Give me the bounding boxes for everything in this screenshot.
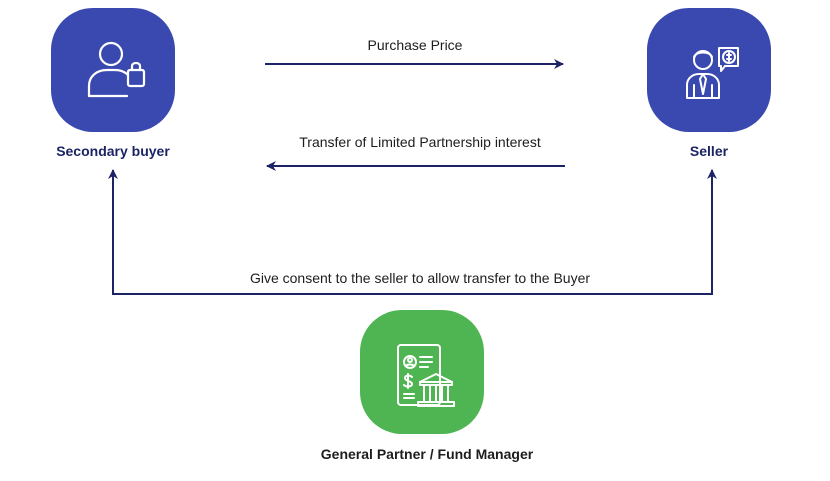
secondary-buyer-label: Secondary buyer <box>56 143 170 159</box>
businessman-with-coin-icon <box>686 47 739 99</box>
general-partner-node <box>360 310 484 434</box>
consent-connector-to-buyer <box>108 169 420 295</box>
transfer-lp-label: Transfer of Limited Partnership interest <box>299 134 541 150</box>
seller-label: Seller <box>689 143 729 159</box>
secondary-buyer-node <box>51 8 175 132</box>
consent-connector-to-seller <box>420 169 717 295</box>
consent-label: Give consent to the seller to allow tran… <box>249 270 591 286</box>
purchase-price-label: Purchase Price <box>367 37 463 53</box>
seller-node <box>647 8 771 132</box>
general-partner-label: General Partner / Fund Manager <box>320 446 534 462</box>
document-bank-icon <box>397 344 455 407</box>
shopper-with-bag-icon <box>87 41 146 98</box>
